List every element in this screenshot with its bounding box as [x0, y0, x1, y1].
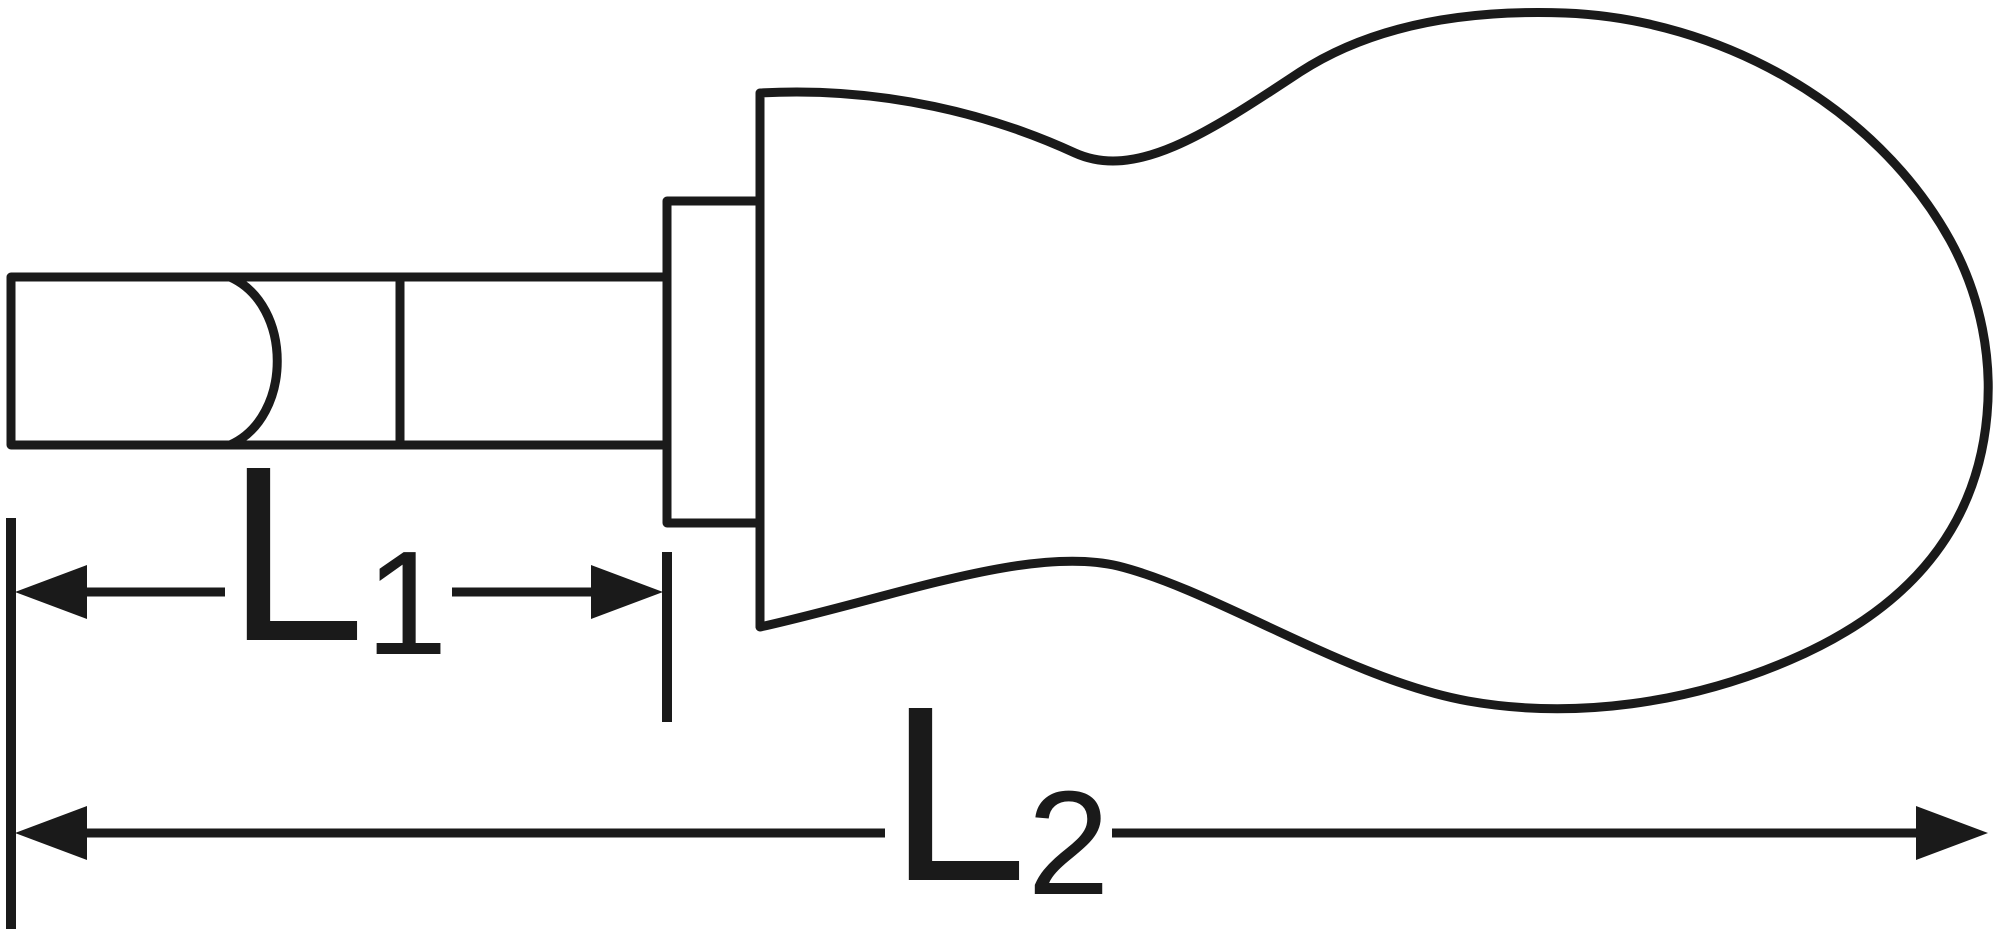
- dimension-l2: L2: [15, 654, 1988, 929]
- dimension-label-l2: L2: [888, 654, 1109, 929]
- blade-grind-curve: [227, 272, 282, 450]
- screwdriver-outline: [6, 8, 1993, 714]
- dimension-l1: L1: [6, 414, 672, 929]
- l1-label-subscript: 1: [365, 521, 447, 686]
- l2-arrowhead-left-icon: [15, 806, 87, 860]
- l2-arrowhead-right-icon: [1916, 806, 1988, 860]
- handle-outline: [755, 8, 1993, 714]
- l1-arrowhead-left-icon: [15, 565, 87, 619]
- l2-label-subscript: 2: [1027, 761, 1109, 926]
- l1-label-base: L: [226, 414, 365, 693]
- ferrule-outline: [662, 196, 765, 528]
- blade-shaft-outline: [6, 272, 672, 450]
- l1-arrowhead-right-icon: [591, 565, 663, 619]
- dimension-label-l1: L1: [226, 414, 447, 693]
- l2-label-base: L: [888, 654, 1027, 929]
